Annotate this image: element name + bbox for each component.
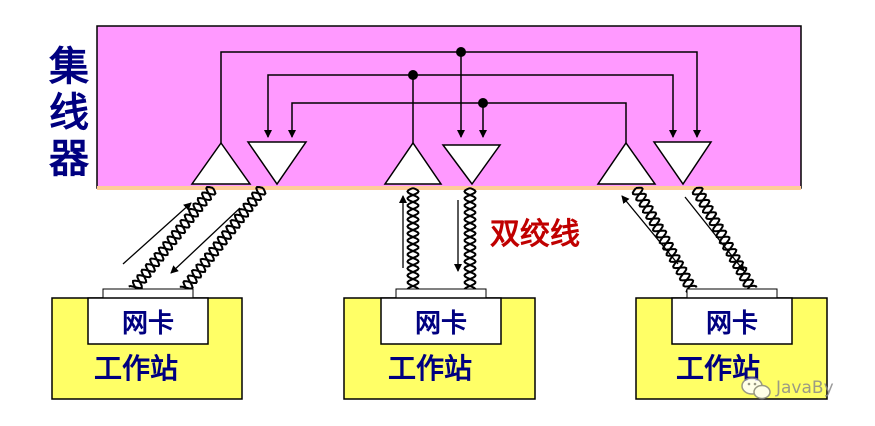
cable-strand — [128, 185, 214, 290]
nic-card — [380, 297, 502, 345]
hub-label-char-1: 集 — [48, 44, 89, 90]
cable-strand — [182, 187, 267, 294]
workstation-label: 工作站 — [94, 352, 178, 385]
cable-strand — [631, 187, 695, 294]
wechat-icon — [741, 377, 771, 400]
workstation-3: 网卡 工作站 — [635, 288, 828, 400]
junction-dot — [408, 70, 418, 80]
workstation-label: 工作站 — [388, 352, 472, 385]
cable-strand — [463, 187, 477, 291]
junction-dot — [478, 98, 488, 108]
downlink-arrow — [684, 196, 745, 272]
twisted-pair-cable — [128, 185, 217, 294]
junction-dot — [456, 47, 466, 57]
hub-label: 集 线 器 — [48, 44, 90, 182]
cable-strand — [635, 186, 698, 288]
twisted-pair-cable — [631, 186, 698, 294]
twisted-pair-cable — [691, 186, 758, 294]
nic-card — [671, 297, 793, 345]
receiver-triangle-2 — [441, 144, 502, 186]
cable-strand — [406, 187, 420, 291]
cable-strand — [463, 187, 477, 291]
twisted-pair-cable — [406, 187, 420, 291]
port-triangles — [190, 141, 713, 186]
receiver-triangle-3 — [652, 141, 713, 186]
transmitter-triangle-1 — [190, 141, 252, 185]
twisted-pair-cable — [463, 187, 477, 291]
uplink-arrow — [621, 195, 679, 265]
downlink-arrow — [170, 207, 241, 274]
nic-label: 网卡 — [415, 309, 467, 339]
cable-strand — [131, 187, 217, 294]
watermark: JavaBy — [741, 377, 834, 400]
cable-strand — [691, 187, 755, 294]
junction-dots — [408, 47, 488, 108]
nic-label: 网卡 — [122, 309, 174, 339]
workstation-2: 网卡 工作站 — [343, 288, 536, 400]
workstation-1: 网卡 工作站 — [51, 288, 243, 400]
watermark-text: JavaBy — [775, 378, 834, 398]
twisted-pair-cables — [128, 185, 758, 294]
nic-connector — [395, 288, 487, 299]
cable-strand — [179, 185, 264, 290]
uplink-arrow — [122, 202, 192, 265]
nic-connector — [102, 288, 194, 299]
cable-label: 双绞线 — [490, 217, 580, 252]
signal-arrows — [122, 195, 745, 274]
hub-label-char-3: 器 — [49, 136, 90, 182]
cable-strand — [695, 186, 758, 288]
receiver-triangle-1 — [246, 141, 308, 186]
cable-strand — [406, 187, 420, 291]
nic-card — [87, 297, 209, 345]
hub-label-char-2: 线 — [49, 90, 89, 136]
nic-connector — [686, 288, 778, 299]
transmitter-triangle-2 — [383, 141, 443, 185]
workstation-box — [635, 297, 828, 400]
nic-label: 网卡 — [706, 309, 758, 339]
transmitter-triangle-3 — [596, 141, 657, 185]
twisted-pair-cable — [179, 185, 267, 294]
